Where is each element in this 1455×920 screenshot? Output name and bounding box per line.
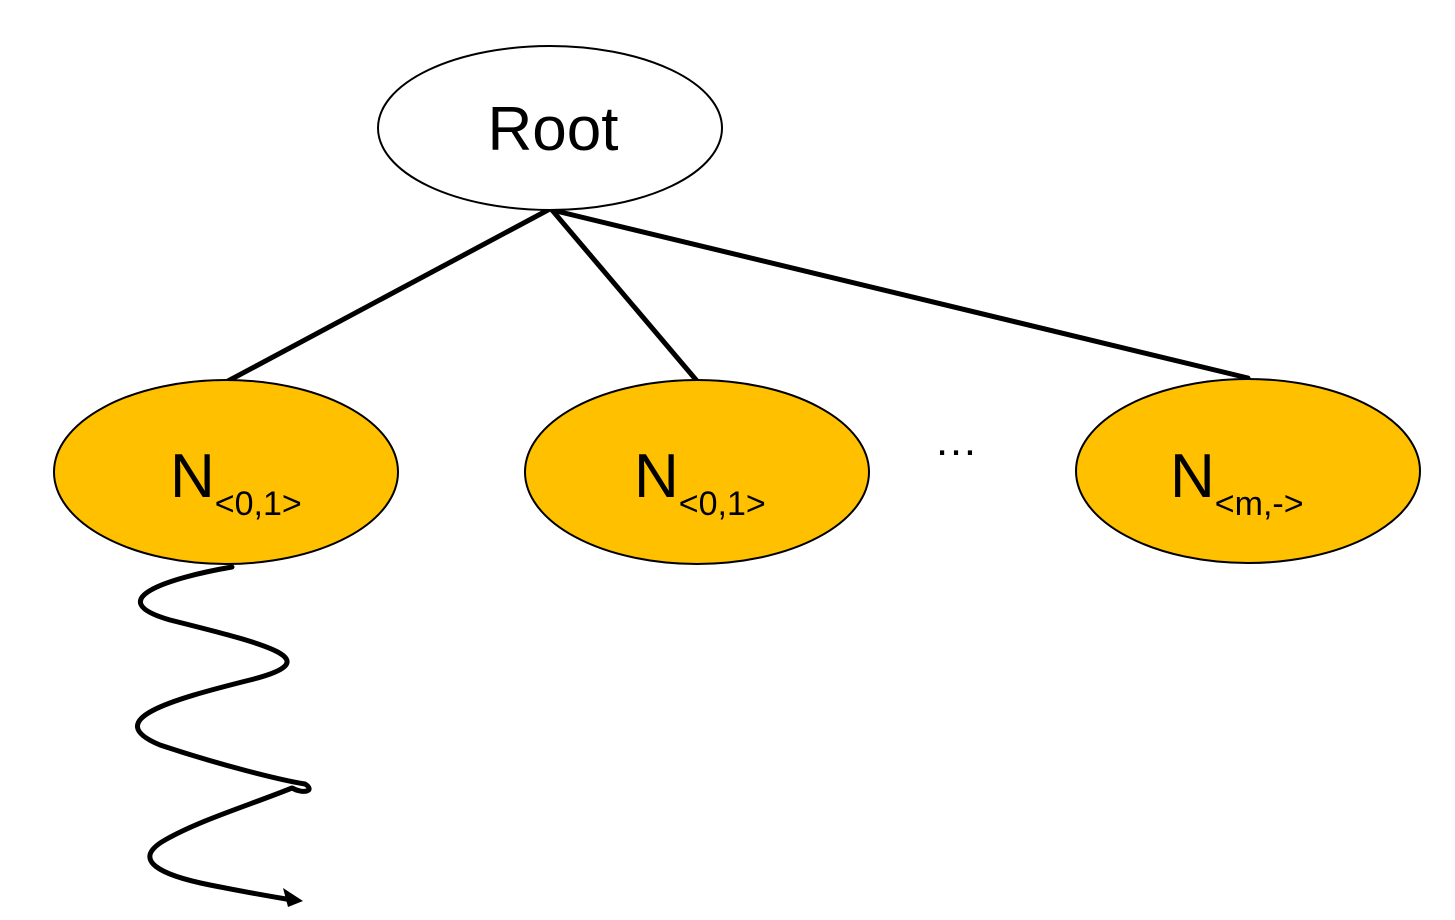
child-node-3-label: N<m,-> xyxy=(1170,442,1304,523)
root-node: Root xyxy=(377,45,723,211)
child-node-1-letter: N xyxy=(170,442,215,511)
child-node-2-letter: N xyxy=(634,442,679,511)
edge-root-to-child-3 xyxy=(549,207,1251,381)
edges xyxy=(225,207,1251,384)
child-node-3-letter: N xyxy=(1170,442,1215,511)
child-node-1: N<0,1> xyxy=(53,379,399,565)
edge-root-to-child-1 xyxy=(225,207,551,384)
child-node-1-shape xyxy=(53,379,399,565)
edge-root-to-child-2 xyxy=(549,207,700,384)
squiggle-arrowhead xyxy=(283,888,303,907)
squiggle-path xyxy=(135,564,312,903)
child-node-1-label: N<0,1> xyxy=(170,442,302,523)
child-node-2-shape xyxy=(524,379,870,565)
child-node-2-subscript: <0,1> xyxy=(679,485,766,523)
root-node-label: Root xyxy=(488,95,619,164)
child-node-1-subscript: <0,1> xyxy=(215,485,302,523)
root-node-shape xyxy=(377,45,723,211)
child-node-3-subscript: <m,-> xyxy=(1215,485,1304,523)
child-node-2-label: N<0,1> xyxy=(634,442,766,523)
child-node-3: N<m,-> xyxy=(1075,378,1421,564)
child-node-3-shape xyxy=(1075,378,1421,564)
ellipsis-label: … xyxy=(934,416,978,465)
child-node-2: N<0,1> xyxy=(524,379,870,565)
